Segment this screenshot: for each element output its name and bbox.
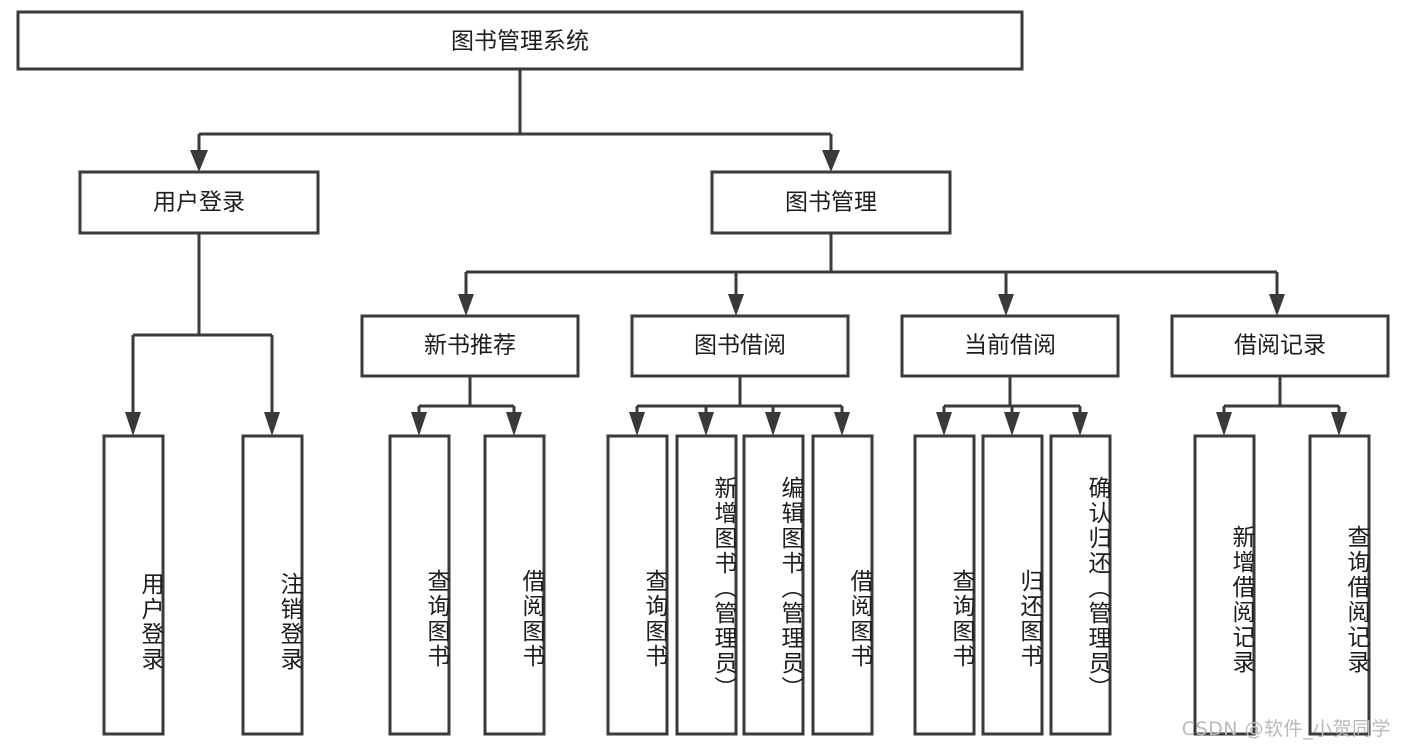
arrow-leaf-edit-book: [765, 412, 781, 436]
node-borrow-record-label: 借阅记录: [1234, 333, 1326, 359]
leaf-add-borrow-record-box[interactable]: [1193, 434, 1256, 736]
arrow-leaf-add-book: [698, 412, 714, 436]
arrow-borrow-record: [1269, 294, 1285, 316]
node-current-borrow-box[interactable]: [900, 314, 1120, 378]
node-root-box[interactable]: [16, 10, 1024, 71]
arrow-leaf-logout-login: [264, 412, 280, 436]
node-book-borrow-label: 图书借阅: [694, 333, 786, 359]
node-current-borrow-label: 当前借阅: [964, 333, 1056, 359]
leaf-user-login-box[interactable]: [102, 434, 165, 736]
arrow-leaf-borrow-book-1: [506, 412, 522, 436]
node-root-label: 图书管理系统: [451, 29, 589, 55]
leaf-query-book-2-box[interactable]: [606, 434, 669, 736]
arrow-leaf-borrow-book-2: [834, 412, 850, 436]
node-root[interactable]: 图书管理系统: [16, 10, 1024, 71]
node-new-book-recommend-box[interactable]: [360, 314, 580, 378]
arrow-leaf-query-book-2: [629, 412, 645, 436]
node-book-borrow-box[interactable]: [630, 314, 850, 378]
node-book-management[interactable]: 图书管理: [710, 170, 952, 235]
arrow-user-login: [190, 150, 208, 172]
arrow-new-book-recommend: [458, 294, 474, 316]
node-current-borrow[interactable]: 当前借阅: [900, 314, 1120, 378]
edges-layer: [125, 69, 1347, 436]
arrow-book-borrow: [728, 294, 744, 316]
node-user-login-box[interactable]: [78, 170, 320, 235]
arrow-leaf-return-book: [1004, 412, 1020, 436]
arrow-leaf-query-book-1: [411, 412, 427, 436]
node-book-management-box[interactable]: [710, 170, 952, 235]
leaf-query-borrow-record-box[interactable]: [1308, 434, 1371, 736]
watermark: CSDN @软件_小贺同学: [1181, 718, 1391, 740]
node-borrow-record-box[interactable]: [1170, 314, 1390, 378]
leaf-add-book-box[interactable]: [675, 434, 738, 736]
leaf-edit-book-box[interactable]: [742, 434, 805, 736]
arrow-leaf-confirm-return: [1072, 412, 1088, 436]
node-user-login-label: 用户登录: [153, 190, 245, 216]
arrow-book-management: [822, 150, 840, 172]
arrow-leaf-query-borrow-record: [1331, 412, 1347, 436]
leaf-boxes-layer: [102, 434, 1371, 736]
node-new-book-recommend-label: 新书推荐: [424, 333, 516, 359]
leaf-return-book-box[interactable]: [981, 434, 1044, 736]
leaf-query-book-3-box[interactable]: [913, 434, 976, 736]
leaf-borrow-book-1-box[interactable]: [483, 434, 546, 736]
leaf-confirm-return-box[interactable]: [1049, 434, 1112, 736]
node-borrow-record[interactable]: 借阅记录: [1170, 314, 1390, 378]
node-book-borrow[interactable]: 图书借阅: [630, 314, 850, 378]
leaf-borrow-book-2-box[interactable]: [811, 434, 874, 736]
arrow-leaf-add-borrow-record: [1216, 412, 1232, 436]
node-user-login[interactable]: 用户登录: [78, 170, 320, 235]
arrow-leaf-query-book-3: [936, 412, 952, 436]
leaf-query-book-1-box[interactable]: [388, 434, 451, 736]
arrow-current-borrow: [998, 294, 1014, 316]
leaf-logout-login-box[interactable]: [241, 434, 304, 736]
node-new-book-recommend[interactable]: 新书推荐: [360, 314, 580, 378]
arrow-leaf-user-login: [125, 412, 141, 436]
node-book-management-label: 图书管理: [785, 190, 877, 216]
